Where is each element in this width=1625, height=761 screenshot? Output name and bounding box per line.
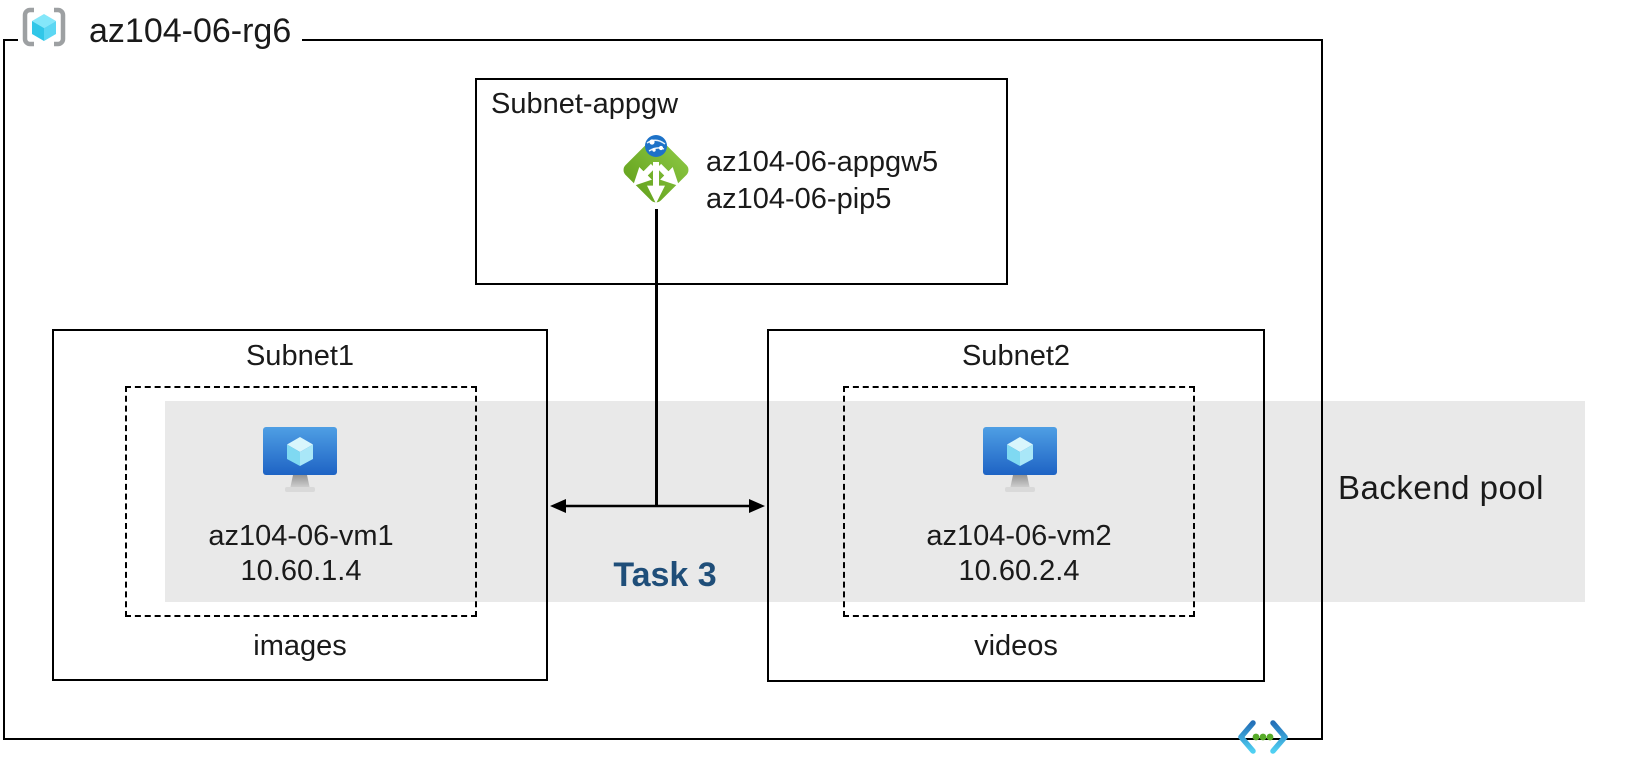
subnet1-storage-label: images	[253, 630, 347, 662]
application-gateway-name: az104-06-appgw5	[706, 146, 939, 178]
resource-group-box	[3, 40, 1323, 740]
resource-group-border-segment	[302, 39, 1323, 41]
resource-group-name: az104-06-rg6	[89, 12, 292, 50]
subnet-appgw-title: Subnet-appgw	[491, 88, 679, 120]
subnet-double-arrow	[550, 499, 765, 513]
subnet2-backend-dashed-box	[843, 386, 1195, 617]
resource-group-border-segment	[3, 39, 18, 41]
resource-group-icon	[22, 7, 66, 47]
vm1-ip-address: 10.60.1.4	[240, 555, 362, 587]
subnet-appgw-box	[475, 78, 1008, 285]
application-gateway-icon	[623, 135, 689, 204]
application-gateway-labels: az104-06-appgw5 az104-06-pip5	[706, 144, 938, 218]
subnet2-title: Subnet2	[961, 340, 1071, 372]
backend-pool-band	[165, 401, 1585, 602]
backend-pool-label: Backend pool	[1338, 469, 1544, 506]
subnet1-box	[52, 329, 548, 681]
task-label: Task 3	[613, 556, 717, 594]
virtual-machine-icon	[983, 427, 1057, 492]
vm2-name: az104-06-vm2	[926, 520, 1112, 552]
appgw-connector-line	[655, 209, 658, 506]
subnet2-storage-label: videos	[974, 630, 1058, 662]
virtual-network-icon	[1238, 720, 1288, 754]
virtual-machine-icon	[263, 427, 337, 492]
vm2-ip-address: 10.60.2.4	[958, 555, 1080, 587]
subnet1-title: Subnet1	[245, 340, 355, 372]
subnet2-box	[767, 329, 1265, 682]
public-ip-name: az104-06-pip5	[706, 183, 892, 215]
subnet1-backend-dashed-box	[125, 386, 477, 617]
vm1-name: az104-06-vm1	[208, 520, 394, 552]
